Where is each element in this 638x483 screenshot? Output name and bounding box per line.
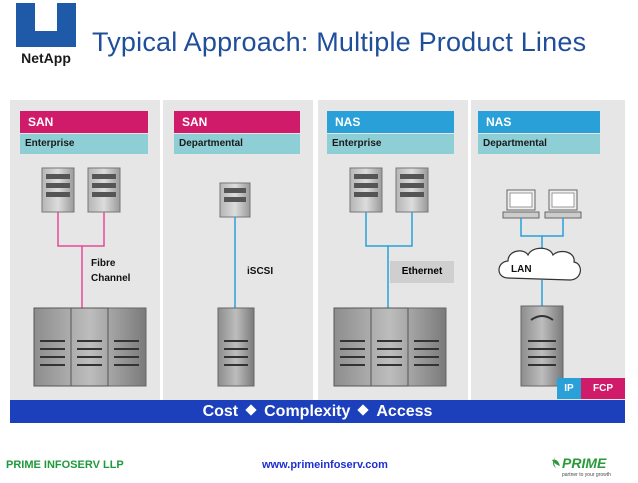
iscsi-label: iSCSI [247,266,274,277]
tradeoff-banner: Cost Complexity Access [10,400,625,423]
diamond-icon [245,404,257,416]
ip-tag: IP [557,378,581,399]
fcp-tag: FCP [581,378,625,399]
tier-nas-departmental: Departmental [478,134,600,154]
header-san-departmental: SAN [174,111,300,133]
banner-complexity: Complexity [264,403,351,420]
header-nas-enterprise: NAS [327,111,454,133]
footer-company: PRIME INFOSERV LLP [6,459,124,471]
prime-logo-icon: PRIME partner to your growth [548,452,634,478]
server-icon [395,167,429,213]
server-icon [41,167,75,213]
banner-access: Access [376,403,433,420]
fibre-channel-label: Fibre Channel [91,258,131,284]
diamond-icon [357,404,370,416]
storage-rack-icon [33,307,147,387]
page-title: Typical Approach: Multiple Product Lines [92,27,587,57]
lan-link [520,218,564,310]
header-nas-departmental: NAS [478,111,600,133]
desktop-computer-icon [544,189,582,219]
banner-cost: Cost [202,403,239,420]
prime-logo-text: PRIME [562,455,607,471]
ethernet-label: Ethernet [390,261,454,283]
tier-san-departmental: Departmental [174,134,300,154]
desktop-computer-icon [502,189,540,219]
cloud-icon [498,247,581,281]
netapp-logo-text: NetApp [21,50,71,66]
prime-tagline: partner to your growth [562,472,611,478]
storage-rack-icon [333,307,447,387]
lan-label: LAN [511,264,532,275]
tier-san-enterprise: Enterprise [20,134,148,154]
server-icon [219,182,251,218]
server-icon [87,167,121,213]
netapp-logo-icon: NetApp [10,3,82,67]
header-san-enterprise: SAN [20,111,148,133]
storage-rack-icon [217,307,255,387]
fibre-channel-link [57,212,105,310]
ethernet-link [365,212,413,310]
server-icon [349,167,383,213]
tier-nas-enterprise: Enterprise [327,134,454,154]
footer-website[interactable]: www.primeinfoserv.com [262,459,388,471]
storage-rack-icon [520,305,564,387]
